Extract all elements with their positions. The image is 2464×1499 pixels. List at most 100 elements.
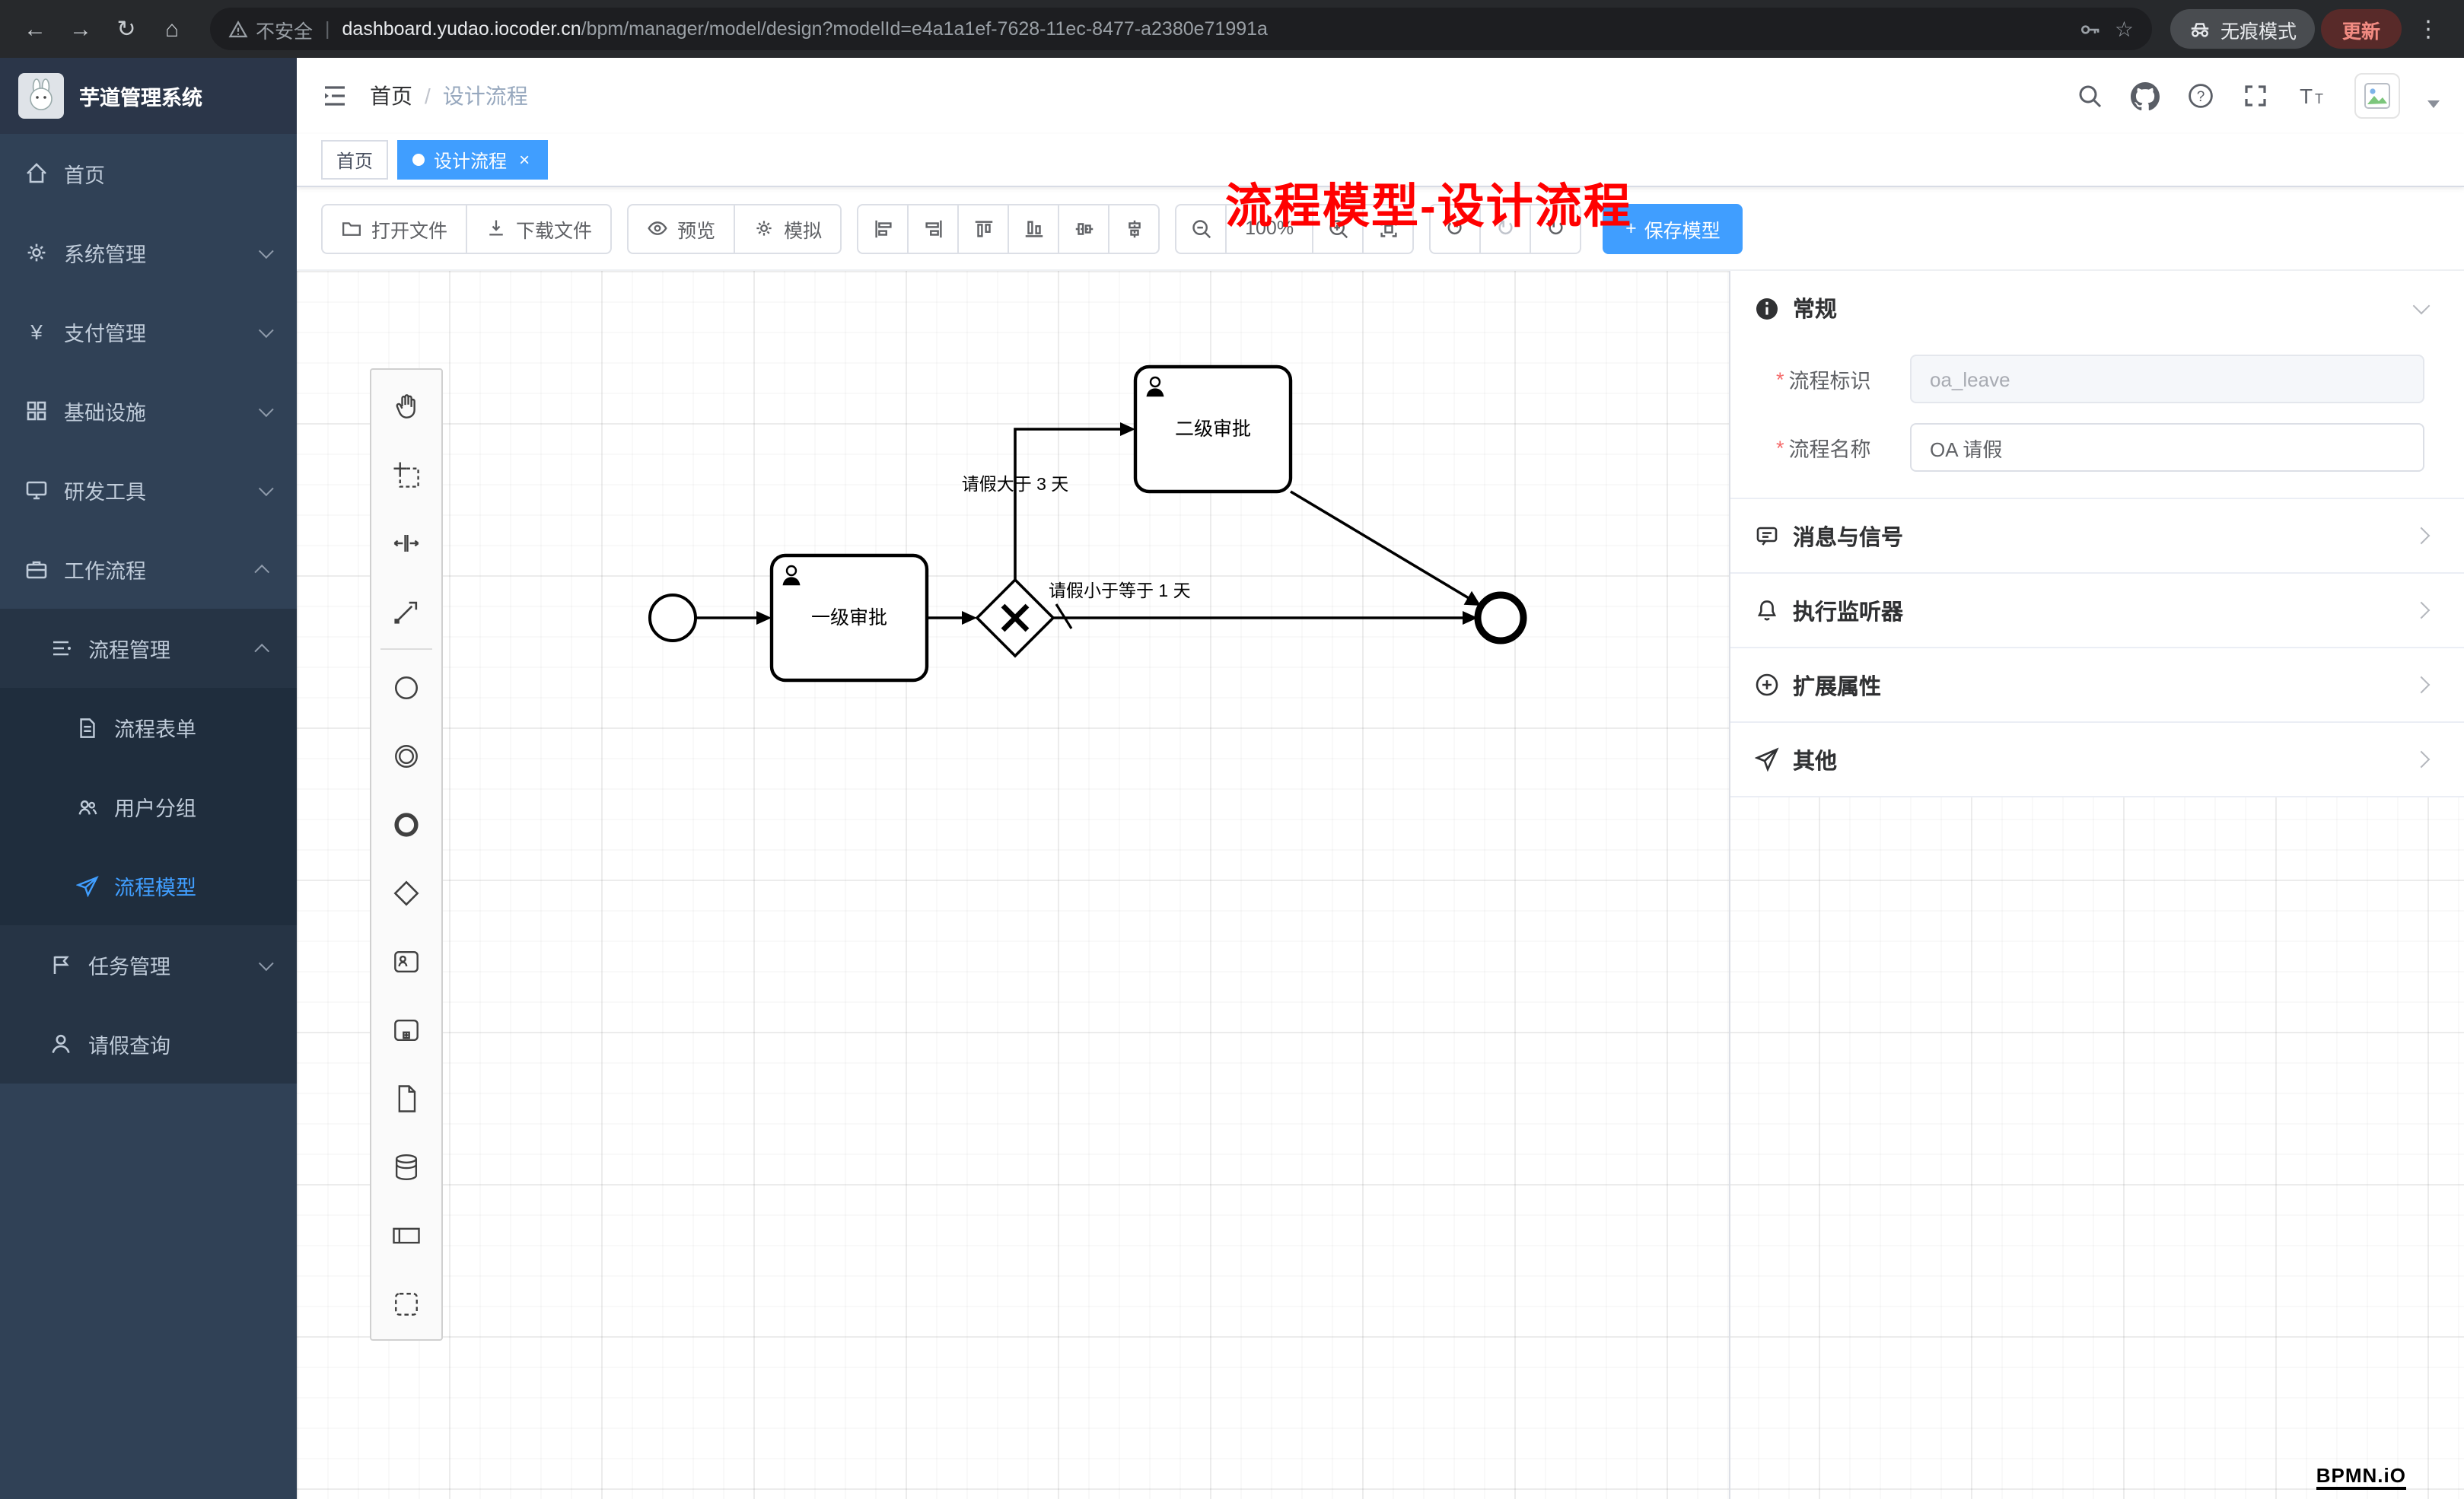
update-browser-button[interactable]: 更新 bbox=[2320, 9, 2402, 49]
svg-text:T: T bbox=[2300, 84, 2313, 108]
close-icon[interactable]: × bbox=[519, 149, 530, 170]
zoom-out-button[interactable] bbox=[1175, 203, 1227, 253]
browser-menu-icon[interactable]: ⋮ bbox=[2417, 17, 2440, 43]
palette-create-intermediate-event[interactable] bbox=[373, 721, 440, 790]
flow-arrowheads bbox=[756, 422, 1481, 625]
sidebar-item-workflow[interactable]: 工作流程 bbox=[0, 530, 297, 609]
palette-global-connect-tool[interactable] bbox=[373, 577, 440, 645]
palette-create-end-event[interactable] bbox=[373, 790, 440, 858]
palette-create-participant[interactable] bbox=[373, 1201, 440, 1269]
bpmn-io-logo[interactable]: BPMN.iO bbox=[2316, 1464, 2406, 1490]
app-logo[interactable]: 芋道管理系统 bbox=[0, 58, 297, 134]
chevron-down-icon bbox=[258, 401, 274, 417]
align-horizontal-center-icon bbox=[1074, 222, 1093, 234]
zoom-button-group: 100% bbox=[1175, 203, 1415, 253]
sidebar-item-label: 研发工具 bbox=[64, 481, 146, 504]
bookmark-star-icon[interactable]: ☆ bbox=[2114, 16, 2134, 40]
sidebar-item-process-model[interactable]: 流程模型 bbox=[0, 846, 297, 925]
sidebar-menu: 首页 系统管理 ¥ 支付管理 基础设施 bbox=[0, 134, 297, 1499]
sidebar-item-infrastructure[interactable]: 基础设施 bbox=[0, 371, 297, 450]
align-left-button[interactable] bbox=[857, 203, 909, 253]
align-bottom-button[interactable] bbox=[1008, 203, 1060, 253]
palette-lasso-tool[interactable] bbox=[373, 440, 440, 508]
sidebar-item-label: 工作流程 bbox=[64, 560, 146, 583]
sidebar-fold-icon[interactable] bbox=[321, 82, 349, 110]
align-horizontal-center-button[interactable] bbox=[1058, 203, 1110, 253]
bpmn-canvas[interactable]: 一级审批 bbox=[297, 269, 2464, 1499]
omnibox-divider: | bbox=[325, 18, 330, 40]
palette-create-data-object[interactable] bbox=[373, 1064, 440, 1132]
palette-space-tool[interactable] bbox=[373, 508, 440, 577]
section-execution-listener[interactable]: 执行监听器 bbox=[1730, 572, 2464, 647]
start-event[interactable] bbox=[648, 594, 697, 642]
align-vertical-center-button[interactable] bbox=[1108, 203, 1160, 253]
gear-icon bbox=[27, 243, 46, 262]
download-file-button[interactable]: 下载文件 bbox=[466, 203, 613, 253]
sidebar-item-payment[interactable]: ¥ 支付管理 bbox=[0, 292, 297, 371]
redo-button[interactable]: ↻ bbox=[1479, 203, 1532, 253]
back-icon[interactable]: ← bbox=[24, 16, 46, 42]
tab-label: 首页 bbox=[336, 150, 374, 171]
palette-create-exclusive-gateway[interactable] bbox=[373, 858, 440, 927]
properties-card: 常规 * 流程标识 bbox=[1730, 271, 2464, 797]
app-shell: 芋道管理系统 首页 系统管理 ¥ 支付管理 bbox=[0, 58, 2464, 1499]
tab-home[interactable]: 首页 bbox=[321, 140, 389, 180]
sidebar-item-user-group[interactable]: 用户分组 bbox=[0, 767, 297, 846]
reload-icon[interactable]: ↻ bbox=[116, 17, 136, 43]
sidebar-item-task-mgmt[interactable]: 任务管理 bbox=[0, 925, 297, 1004]
palette-create-data-store[interactable] bbox=[373, 1132, 440, 1201]
palette-create-subprocess[interactable] bbox=[373, 995, 440, 1064]
sidebar-item-system[interactable]: 系统管理 bbox=[0, 213, 297, 292]
general-form: * 流程标识 * 流程名称 bbox=[1730, 345, 2464, 498]
search-icon[interactable] bbox=[2076, 82, 2103, 110]
flow-label-lte1[interactable]: 请假小于等于 1 天 bbox=[1049, 581, 1191, 600]
restart-button[interactable]: ↻ bbox=[1530, 203, 1582, 253]
palette-create-group[interactable] bbox=[373, 1269, 440, 1338]
sidebar-item-devtools[interactable]: 研发工具 bbox=[0, 450, 297, 530]
flow-label-gt3[interactable]: 请假大于 3 天 bbox=[962, 474, 1069, 494]
zoom-reset-button[interactable] bbox=[1362, 203, 1415, 253]
section-extended-attributes[interactable]: 扩展属性 bbox=[1730, 647, 2464, 721]
process-key-input[interactable] bbox=[1910, 355, 2424, 403]
password-key-icon[interactable] bbox=[2080, 18, 2103, 40]
avatar[interactable] bbox=[2354, 73, 2400, 119]
sidebar-item-home[interactable]: 首页 bbox=[0, 134, 297, 213]
section-other[interactable]: 其他 bbox=[1730, 721, 2464, 796]
user-icon bbox=[782, 565, 801, 586]
simulate-button[interactable]: 模拟 bbox=[734, 203, 842, 253]
align-right-button[interactable] bbox=[907, 203, 960, 253]
sidebar-item-label: 任务管理 bbox=[88, 956, 170, 979]
section-message-signal[interactable]: 消息与信号 bbox=[1730, 498, 2464, 572]
zoom-in-button[interactable] bbox=[1312, 203, 1364, 253]
palette-hand-tool[interactable] bbox=[373, 371, 440, 440]
save-model-button[interactable]: + 保存模型 bbox=[1603, 203, 1743, 253]
github-icon[interactable] bbox=[2131, 81, 2160, 110]
align-top-button[interactable] bbox=[957, 203, 1010, 253]
zoom-level[interactable]: 100% bbox=[1225, 203, 1314, 253]
sidebar-item-process-form[interactable]: 流程表单 bbox=[0, 688, 297, 767]
security-indicator[interactable]: 不安全 bbox=[228, 14, 313, 43]
exclusive-gateway[interactable] bbox=[975, 578, 1055, 658]
open-file-button[interactable]: 打开文件 bbox=[321, 203, 468, 253]
palette-create-user-task[interactable] bbox=[373, 927, 440, 995]
tab-design-process[interactable]: 设计流程 × bbox=[397, 140, 549, 180]
section-general[interactable]: 常规 bbox=[1730, 271, 2464, 345]
end-event[interactable] bbox=[1474, 591, 1527, 644]
breadcrumb-home[interactable]: 首页 bbox=[370, 84, 412, 108]
user-task-level1[interactable]: 一级审批 bbox=[769, 553, 929, 683]
palette-create-start-event[interactable] bbox=[373, 653, 440, 721]
sidebar-item-leave-query[interactable]: 请假查询 bbox=[0, 1004, 297, 1084]
undo-button[interactable]: ↺ bbox=[1429, 203, 1482, 253]
fullscreen-icon[interactable] bbox=[2242, 82, 2269, 110]
sequence-flows bbox=[696, 428, 1469, 629]
address-bar[interactable]: 不安全 | dashboard.yudao.iocoder.cn/bpm/man… bbox=[210, 8, 2152, 50]
preview-button[interactable]: 预览 bbox=[627, 203, 736, 253]
avatar-dropdown-caret[interactable] bbox=[2427, 100, 2440, 107]
user-task-level2[interactable]: 二级审批 bbox=[1133, 364, 1293, 494]
browser-home-icon[interactable]: ⌂ bbox=[164, 16, 180, 42]
process-name-input[interactable] bbox=[1910, 423, 2424, 472]
forward-icon[interactable]: → bbox=[69, 16, 92, 42]
help-icon[interactable]: ? bbox=[2187, 82, 2214, 110]
sidebar-item-process-mgmt[interactable]: 流程管理 bbox=[0, 609, 297, 688]
